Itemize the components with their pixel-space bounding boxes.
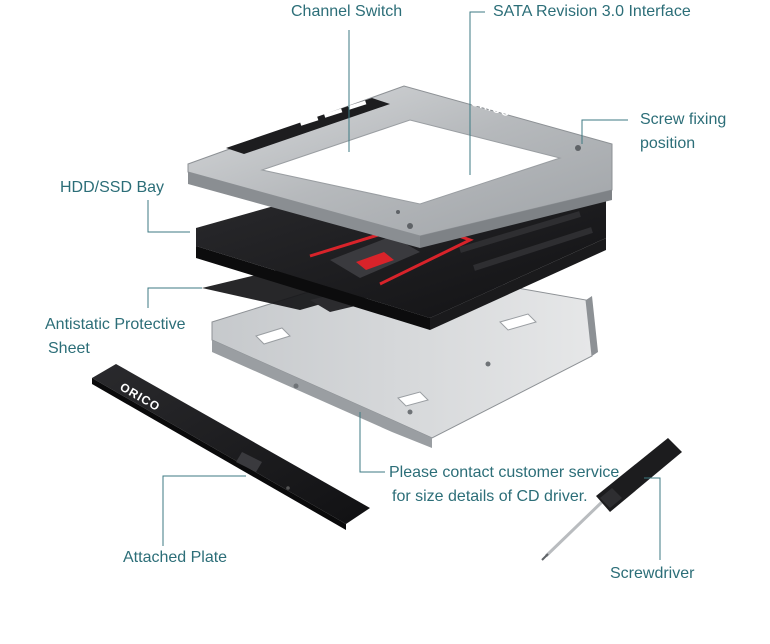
label-screwdriver: Screwdriver — [610, 565, 695, 582]
label-channel-switch: Channel Switch — [291, 3, 403, 20]
attached-plate — [92, 364, 370, 530]
label-screw-fixing: Screw fixing position — [640, 108, 726, 156]
label-hdd-bay: HDD/SSD Bay — [60, 179, 165, 196]
label-screw-fixing-line2: position — [640, 135, 696, 152]
leader-hdd-bay — [147, 200, 190, 233]
leader-screwdriver — [644, 477, 661, 560]
label-cd-driver-line2: for size details of CD driver. — [392, 488, 588, 505]
screwdriver-icon — [541, 438, 682, 561]
label-antistatic: Antistatic Protective Sheet — [45, 313, 186, 361]
label-antistatic-line2: Sheet — [48, 340, 90, 357]
leader-cd-driver — [359, 412, 385, 473]
label-antistatic-line1: Antistatic Protective — [45, 316, 186, 333]
leader-sata-interface — [469, 11, 485, 175]
leader-attached-plate — [162, 475, 246, 546]
leader-antistatic — [147, 287, 202, 308]
label-screw-fixing-line1: Screw fixing — [640, 111, 727, 128]
bottom-metal-tray — [211, 265, 598, 448]
label-attached-plate: Attached Plate — [123, 549, 228, 566]
leader-lines — [147, 11, 661, 560]
label-cd-driver-line1: Please contact customer service — [389, 464, 620, 481]
label-cd-driver-note: Please contact customer service for size… — [389, 461, 619, 509]
leader-screw-fixing — [581, 119, 628, 144]
label-sata-interface: SATA Revision 3.0 Interface — [493, 3, 691, 20]
